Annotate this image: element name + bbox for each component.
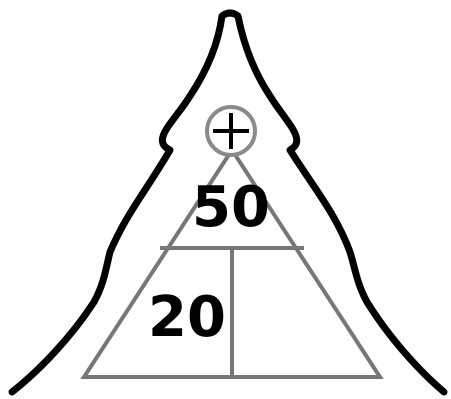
top-cell-value: 50 xyxy=(192,175,270,240)
bottom-left-cell-value: 20 xyxy=(148,285,226,350)
operator-badge xyxy=(207,107,255,155)
